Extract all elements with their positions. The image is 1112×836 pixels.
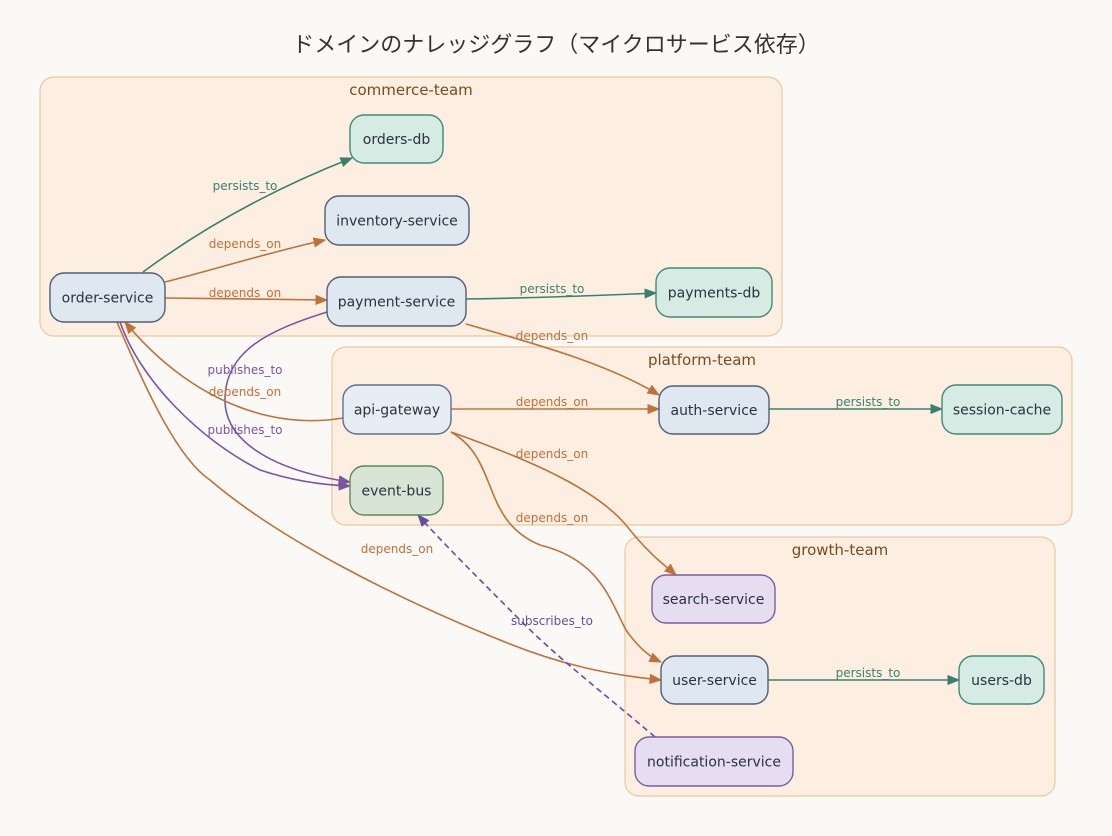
edge-label: publishes_to [207, 363, 282, 377]
node-event-bus[interactable]: event-bus [349, 465, 444, 516]
edge-path [450, 431, 677, 576]
edge-label: depends_on [209, 237, 281, 251]
edge-path [164, 294, 329, 305]
node-inventory-service[interactable]: inventory-service [324, 195, 470, 246]
edge-persists-to [142, 157, 354, 273]
node-box [326, 276, 467, 327]
edge-path [119, 321, 352, 491]
node-orders-db[interactable]: orders-db [349, 114, 444, 164]
node-label: search-service [663, 592, 765, 608]
node-box [958, 655, 1045, 705]
node-search-service[interactable]: search-service [651, 574, 776, 624]
node-box [349, 114, 444, 164]
edge-depends-on [450, 431, 677, 576]
node-label: user-service [672, 673, 757, 689]
node-api-gateway[interactable]: api-gateway [342, 384, 452, 435]
node-box [660, 655, 769, 705]
node-label: session-cache [953, 403, 1051, 419]
edge-path [116, 321, 663, 684]
edge-label: persists_to [520, 282, 585, 296]
node-label: order-service [62, 291, 154, 307]
edge-path [450, 431, 663, 663]
edge-depends-on [124, 321, 344, 422]
node-label: orders-db [363, 132, 431, 148]
team-clusters: commerce-team platform-team growth-team [39, 76, 1073, 797]
edge-path [164, 237, 327, 283]
service-nodes: order-serviceorders-dbinventory-servicep… [49, 114, 1063, 787]
node-label: users-db [971, 673, 1032, 689]
dependency-edges [116, 157, 961, 738]
edge-depends-on [465, 323, 661, 396]
node-label: auth-service [670, 403, 757, 419]
node-payment-service[interactable]: payment-service [326, 276, 467, 327]
edge-label: depends_on [516, 447, 588, 461]
edge-publishes-to [119, 321, 352, 491]
node-box [342, 384, 452, 435]
node-order-service[interactable]: order-service [49, 272, 166, 323]
edge-label: depends_on [209, 286, 281, 300]
edge-label: depends_on [516, 329, 588, 343]
node-box [941, 384, 1063, 435]
edge-label: depends_on [516, 511, 588, 525]
node-box [349, 465, 444, 516]
edge-persists-to [465, 288, 658, 300]
cluster-label: platform-team [648, 351, 756, 369]
edge-depends-on [164, 237, 327, 283]
node-box [324, 195, 470, 246]
node-auth-service[interactable]: auth-service [658, 385, 770, 435]
node-label: payments-db [668, 286, 761, 302]
edge-path [465, 323, 661, 396]
edge-depends-on [116, 321, 663, 684]
edge-path [224, 311, 352, 486]
node-box [658, 385, 770, 435]
node-users-db[interactable]: users-db [958, 655, 1045, 705]
node-label: payment-service [338, 295, 456, 311]
node-box [651, 574, 776, 624]
edge-label: depends_on [361, 542, 433, 556]
node-label: notification-service [647, 755, 781, 771]
edge-depends-on [450, 431, 663, 663]
edge-label: persists_to [213, 179, 278, 193]
cluster-box [331, 346, 1073, 526]
edge-label: publishes_to [207, 423, 282, 437]
cluster-label: commerce-team [349, 81, 473, 99]
edge-depends-on [164, 294, 329, 305]
node-notification-service[interactable]: notification-service [634, 736, 794, 787]
edge-path [124, 321, 344, 422]
cluster-platform: platform-team [331, 346, 1073, 526]
node-label: inventory-service [336, 214, 458, 230]
node-payments-db[interactable]: payments-db [655, 267, 773, 318]
edge-label: persists_to [836, 666, 901, 680]
edge-label: subscribes_to [511, 614, 593, 628]
node-session-cache[interactable]: session-cache [941, 384, 1063, 435]
node-box [634, 736, 794, 787]
edge-path [142, 157, 354, 273]
cluster-label: growth-team [792, 541, 889, 559]
edge-publishes-to [224, 311, 352, 486]
node-user-service[interactable]: user-service [660, 655, 769, 705]
edge-label: depends_on [516, 395, 588, 409]
node-box [655, 267, 773, 318]
diagram-title: ドメインのナレッジグラフ（マイクロサービス依存） [292, 33, 820, 58]
edge-label: persists_to [836, 395, 901, 409]
edge-path [465, 288, 658, 300]
node-label: event-bus [362, 484, 432, 500]
edge-label: depends_on [209, 385, 281, 399]
edge-labels: persists_to depends_on depends_on persists_… [207, 179, 900, 680]
node-box [49, 272, 166, 323]
node-label: api-gateway [354, 403, 440, 419]
